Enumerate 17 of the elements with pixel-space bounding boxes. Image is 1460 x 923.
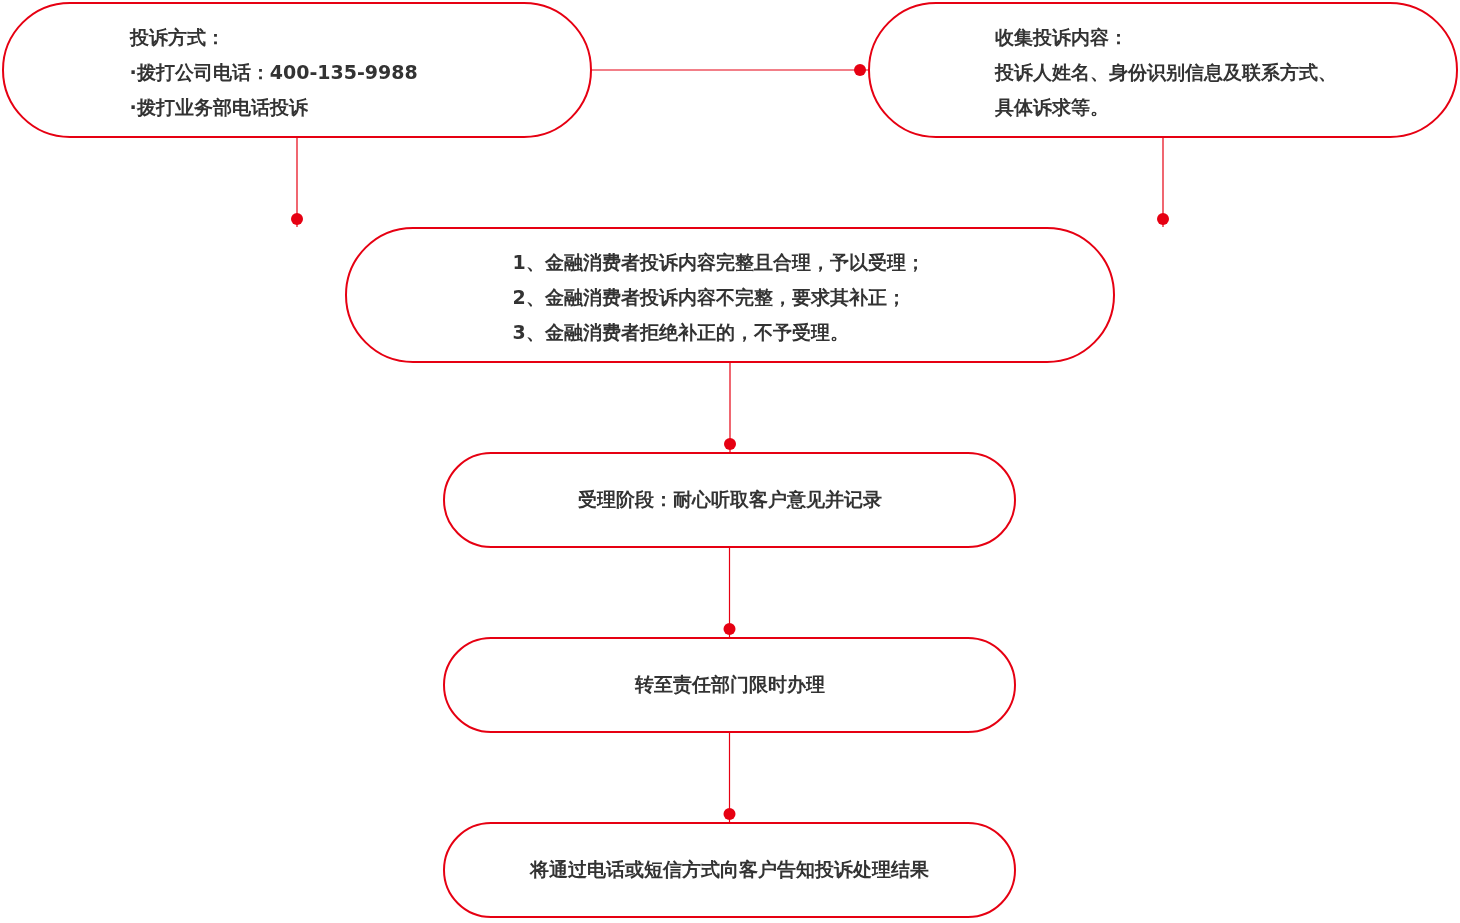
box-text: 将通过电话或短信方式向客户告知投诉处理结果 (528, 857, 930, 882)
box-text: 投诉人姓名、身份识别信息及联系方式、具体诉求等。 (994, 59, 1338, 120)
connector (723, 732, 736, 823)
box-text: 转至责任部门限时办理 (633, 672, 826, 697)
connector (723, 547, 736, 638)
box-text: 1、金融消费者投诉内容完整且合理，予以受理； (512, 249, 925, 275)
box-text: ·拨打公司电话：400-135-9988 (129, 59, 418, 85)
box-text: 收集投诉内容： (994, 24, 1128, 50)
box-text: 2、金融消费者投诉内容不完整，要求其补正； (512, 284, 906, 310)
connector (724, 362, 736, 453)
connector (1157, 137, 1169, 228)
connector (291, 137, 303, 228)
box-text: ·拨打业务部电话投诉 (129, 94, 308, 120)
box-text: 投诉方式： (129, 24, 225, 50)
box-text: 受理阶段：耐心听取客户意见并记录 (576, 487, 883, 512)
box-text: 3、金融消费者拒绝补正的，不予受理。 (512, 319, 849, 345)
connector (591, 64, 869, 76)
